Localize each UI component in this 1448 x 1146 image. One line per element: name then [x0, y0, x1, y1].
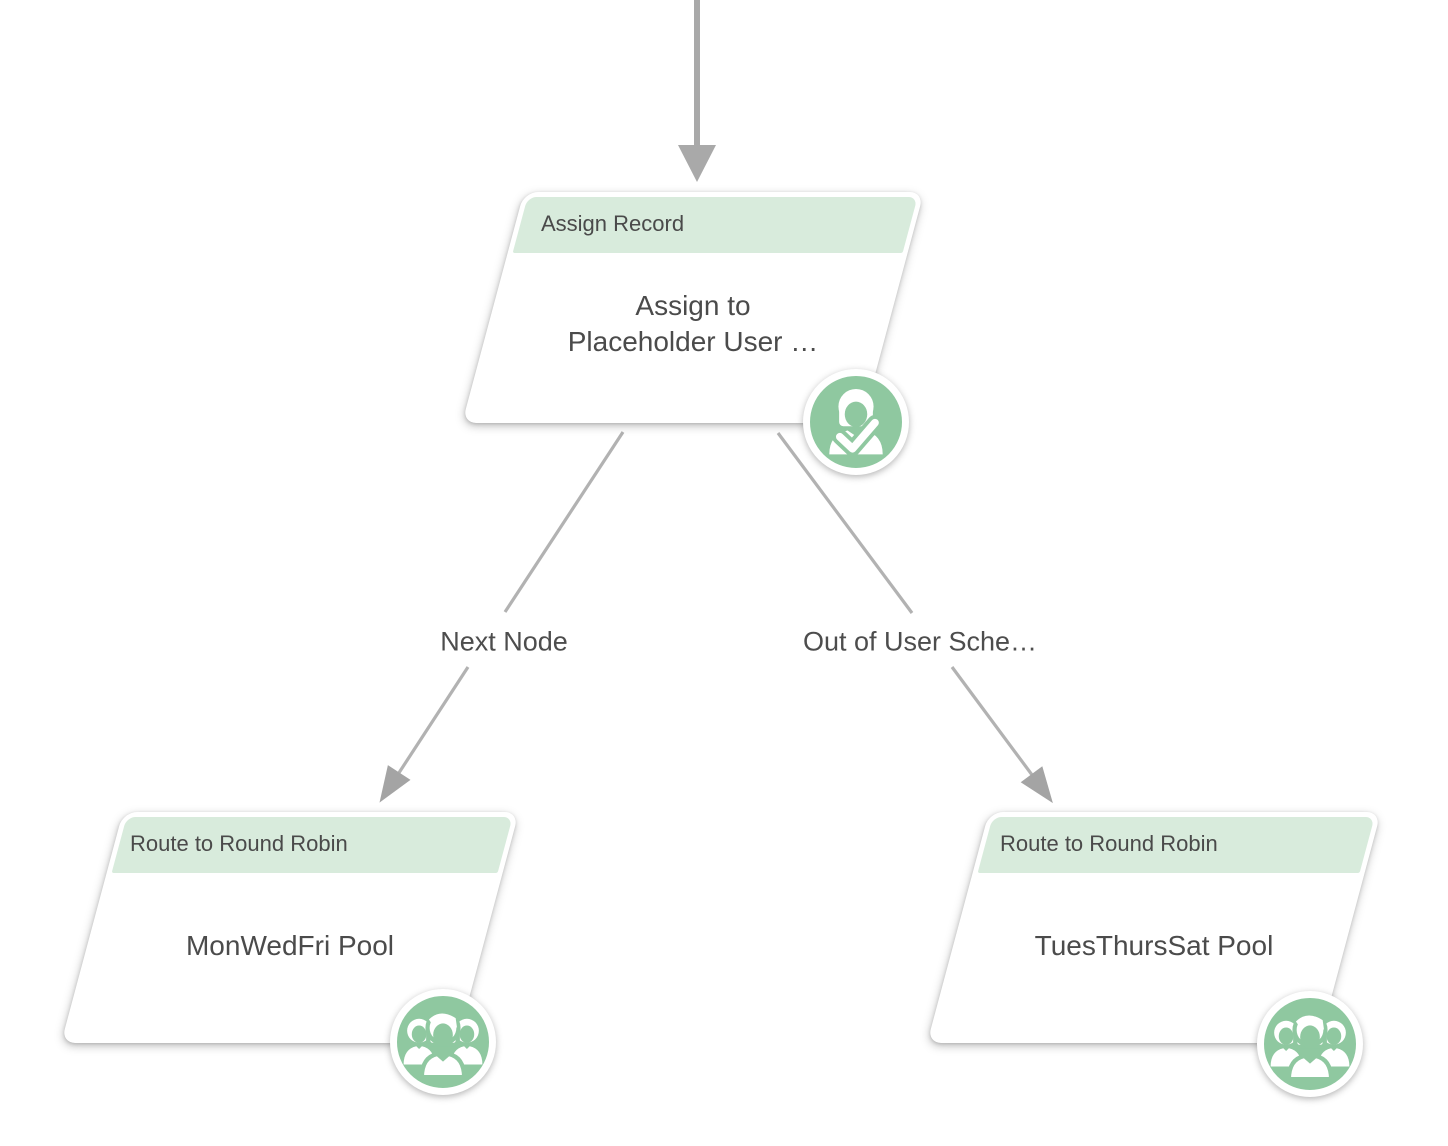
node-assign-record[interactable]: Assign Record Assign to Placeholder User… — [462, 192, 924, 475]
node-name-label: TuesThursSat Pool — [1034, 930, 1274, 961]
edge-next-node-line-upper — [503, 431, 625, 613]
node-name-label: Assign to Placeholder User … — [567, 290, 819, 357]
user-group-icon — [1257, 991, 1363, 1097]
node-type-label: Route to Round Robin — [1000, 831, 1218, 856]
node-type-label: Route to Round Robin — [130, 831, 348, 856]
user-group-icon — [390, 989, 496, 1095]
edge-out-of-schedule-line-lower — [950, 666, 1043, 788]
user-check-icon — [803, 369, 909, 475]
node-type-label: Assign Record — [541, 211, 685, 236]
edge-label-next-node[interactable]: Next Node — [440, 626, 568, 657]
edge-label-out-of-user-schedule[interactable]: Out of User Sche… — [802, 626, 1038, 657]
edge-out-of-schedule-line-upper — [776, 432, 914, 614]
node-round-robin-right[interactable]: Route to Round Robin TuesThursSat Pool — [927, 812, 1381, 1097]
edge-next-node-line-lower — [389, 666, 470, 786]
edge-out-of-schedule-arrowhead — [1020, 766, 1053, 804]
edge-incoming-arrowhead — [678, 145, 716, 182]
node-name-label: MonWedFri Pool — [185, 930, 394, 961]
node-round-robin-left[interactable]: Route to Round Robin MonWedFri Pool — [61, 812, 519, 1095]
edge-next-node-arrowhead — [379, 765, 411, 803]
